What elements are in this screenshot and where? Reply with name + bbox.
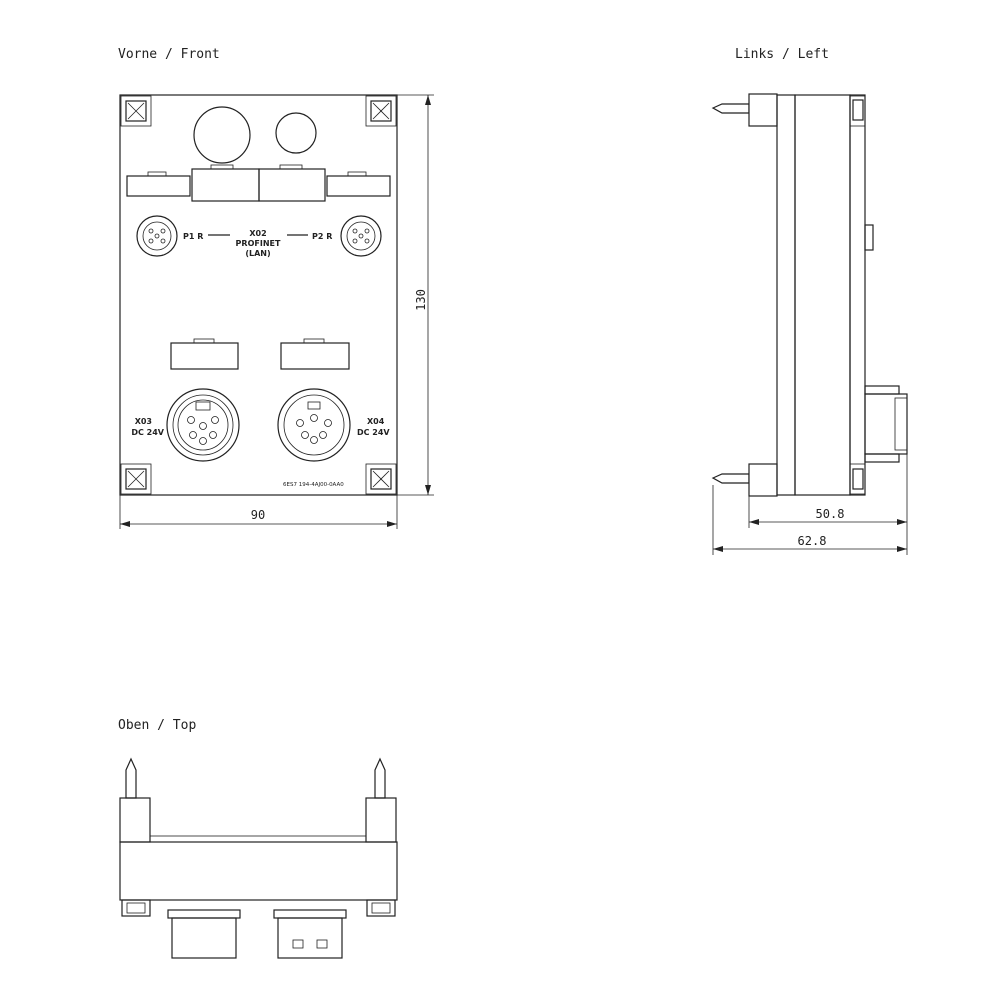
connector-x04-power xyxy=(277,388,351,462)
port-p2r-connector xyxy=(340,215,382,257)
mounting-pin-top xyxy=(711,103,750,114)
top-view-connector-x03 xyxy=(171,917,237,959)
part-number: 6ES7 194-4AJ00-0AA0 xyxy=(283,482,344,488)
top-view-connector-x04 xyxy=(277,917,343,959)
label-x04-dc24v: DC 24V xyxy=(357,428,390,437)
corner-screw-bottom-left xyxy=(120,463,152,495)
label-p2r: P2 R xyxy=(312,232,332,241)
front-view-title: Vorne / Front xyxy=(118,47,220,62)
dimension-left-inner-value: 50.8 xyxy=(816,507,845,521)
top-view-title: Oben / Top xyxy=(118,718,196,733)
label-lan: (LAN) xyxy=(245,249,270,258)
label-profinet: PROFINET xyxy=(236,239,281,248)
left-view xyxy=(711,93,908,497)
corner-screw-bottom-right xyxy=(365,463,397,495)
dimension-left-total-value: 62.8 xyxy=(798,534,827,548)
label-strip-row-top xyxy=(126,164,391,202)
left-body xyxy=(794,94,851,496)
corner-screw-top-left xyxy=(120,95,152,127)
label-x03: X03 xyxy=(135,417,152,426)
label-strip-row-middle xyxy=(170,338,350,370)
dimension-front-width-value: 90 xyxy=(251,508,265,522)
front-body-outline xyxy=(119,94,398,496)
dimension-front-width xyxy=(119,495,398,529)
front-view: P1 R X02 PROFINET (LAN) P2 R xyxy=(119,94,398,496)
top-view-pin-left xyxy=(125,757,137,799)
mounting-pin-bottom xyxy=(711,473,750,484)
round-indicator-small xyxy=(275,112,317,154)
label-x02: X02 xyxy=(249,229,266,238)
label-x04: X04 xyxy=(367,417,385,426)
round-indicator-large xyxy=(193,106,251,164)
dimension-left-inner xyxy=(748,454,908,555)
dimension-front-height-value: 130 xyxy=(414,289,428,311)
dimension-left-total xyxy=(712,485,907,555)
left-view-connector xyxy=(864,393,908,455)
left-view-title: Links / Left xyxy=(735,47,829,62)
corner-screw-top-right xyxy=(365,95,397,127)
port-p1r-connector xyxy=(136,215,178,257)
top-view-body xyxy=(119,841,398,901)
dimension-front-height xyxy=(397,94,434,496)
top-view xyxy=(119,757,398,959)
top-view-pin-right xyxy=(374,757,386,799)
connector-x03-power xyxy=(166,388,240,462)
label-p1r: P1 R xyxy=(183,232,203,241)
label-x03-dc24v: DC 24V xyxy=(131,428,164,437)
